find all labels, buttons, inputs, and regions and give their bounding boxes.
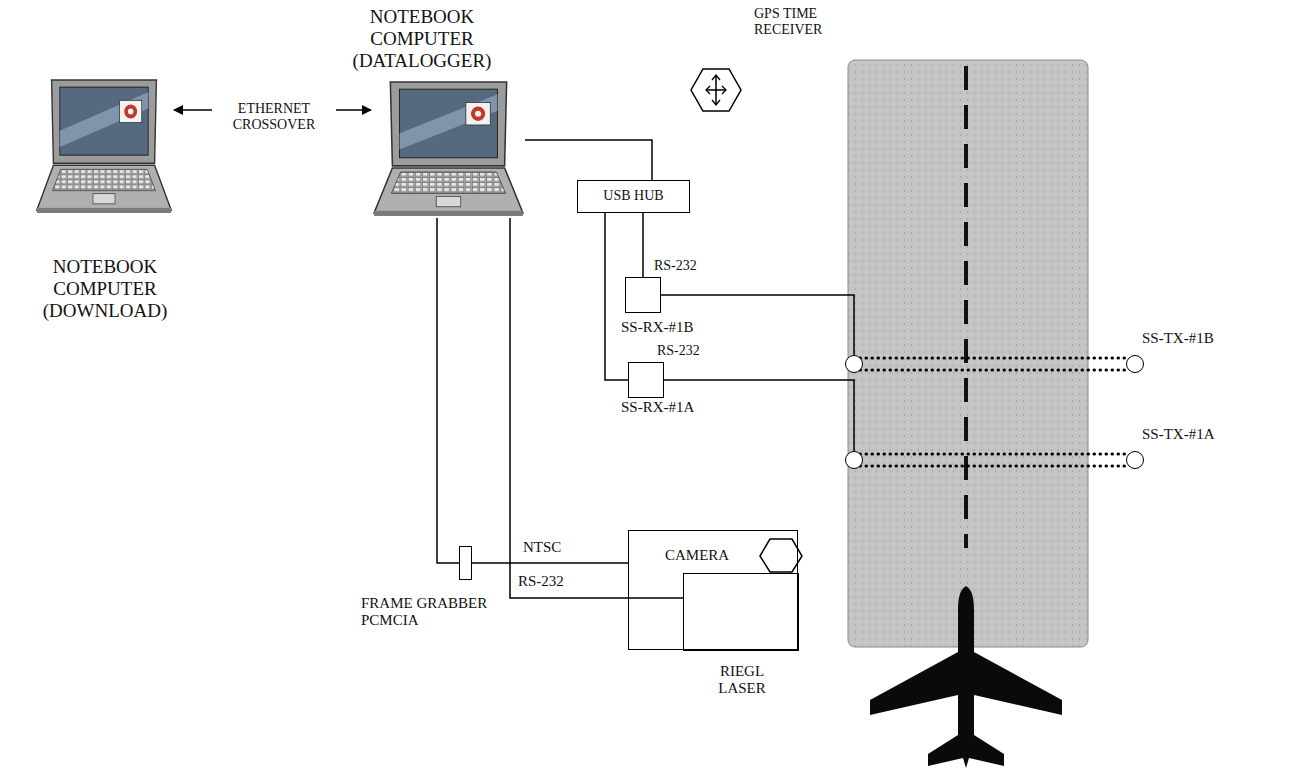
drawing-part — [374, 211, 523, 216]
drawing-part — [391, 172, 505, 193]
device-label: CAMERA — [665, 547, 729, 564]
drawing-part — [52, 169, 155, 190]
drawing-part — [60, 92, 148, 147]
laser-rangefinder: RIEGL LASER — [683, 573, 799, 651]
drawing-part — [390, 82, 506, 166]
drawing-part — [37, 208, 171, 213]
cable — [642, 213, 644, 277]
frame-grabber: FRAME GRABBER PCMCIA — [459, 546, 472, 580]
drawing-part — [60, 87, 148, 155]
drawing-part — [37, 165, 171, 210]
signal-label: RS-232 — [516, 573, 566, 590]
camera-lens-symbol — [760, 539, 802, 572]
runway-centerline — [964, 66, 968, 548]
drawing-part — [436, 197, 460, 207]
serial-adapter: RS-232 — [628, 362, 664, 398]
drawing-part — [471, 107, 485, 121]
device-label: NOTEBOOK COMPUTER (DOWNLOAD) — [15, 256, 195, 322]
laptop-icon — [35, 78, 173, 215]
device-label: NOTEBOOK COMPUTER (DATALOGGER) — [332, 6, 512, 72]
device-label: RIEGL LASER — [707, 663, 777, 698]
drawing-part — [691, 69, 741, 111]
cable — [437, 218, 459, 563]
device-label: GPS TIME RECEIVER — [754, 6, 864, 38]
drawing-part — [124, 104, 137, 118]
drawing-part — [120, 100, 142, 122]
sensor-receiver: SS-RX-#1B — [845, 355, 863, 373]
signal-label: NTSC — [521, 539, 563, 556]
cable — [525, 140, 652, 180]
runway-texture — [848, 60, 1088, 647]
drawing-part — [707, 76, 725, 104]
device-label: FRAME GRABBER PCMCIA — [361, 595, 521, 630]
drawing-part — [400, 89, 498, 157]
drawing-part — [466, 102, 490, 124]
drawing-part — [374, 168, 523, 213]
drawing-part — [475, 111, 481, 117]
device-label: SS-TX-#1B — [1142, 330, 1214, 347]
device-label: SS-RX-#1B — [621, 319, 694, 336]
runway — [848, 60, 1088, 647]
drawing-part — [128, 108, 134, 114]
gps-receiver: GPS TIME RECEIVER — [690, 68, 742, 112]
box-label: USB HUB — [603, 188, 663, 204]
cable — [664, 380, 854, 451]
gps-receiver-symbol — [690, 68, 742, 112]
sensor-transmitter: SS-TX-#1A — [1126, 451, 1144, 469]
serial-adapter: RS-232 — [625, 277, 661, 313]
device-label: SS-TX-#1A — [1142, 426, 1215, 443]
usb-hub: USB HUB — [577, 180, 690, 213]
airplane — [870, 586, 1062, 768]
sensor-beam — [860, 454, 1129, 466]
signal-label: ETHERNET CROSSOVER — [212, 101, 336, 133]
sensor-beam — [860, 358, 1129, 370]
drawing-part — [93, 194, 115, 204]
device-label: SS-RX-#1A — [621, 399, 694, 416]
cable — [472, 562, 628, 564]
laptop-icon — [372, 80, 525, 218]
device-label: RS-232 — [654, 258, 697, 274]
device-label: RS-232 — [657, 343, 700, 359]
drawing-part — [52, 80, 157, 163]
sensor-receiver: SS-RX-#1A — [845, 451, 863, 469]
sensor-transmitter: SS-TX-#1B — [1126, 355, 1144, 373]
laptop-computer: NOTEBOOK COMPUTER (DATALOGGER) — [372, 80, 525, 218]
sensor-housing: CAMERA RIEGL LASER — [628, 530, 798, 650]
drawing-part — [706, 75, 726, 105]
drawing-part — [400, 94, 498, 149]
laptop-computer: NOTEBOOK COMPUTER (DOWNLOAD) — [35, 78, 173, 215]
